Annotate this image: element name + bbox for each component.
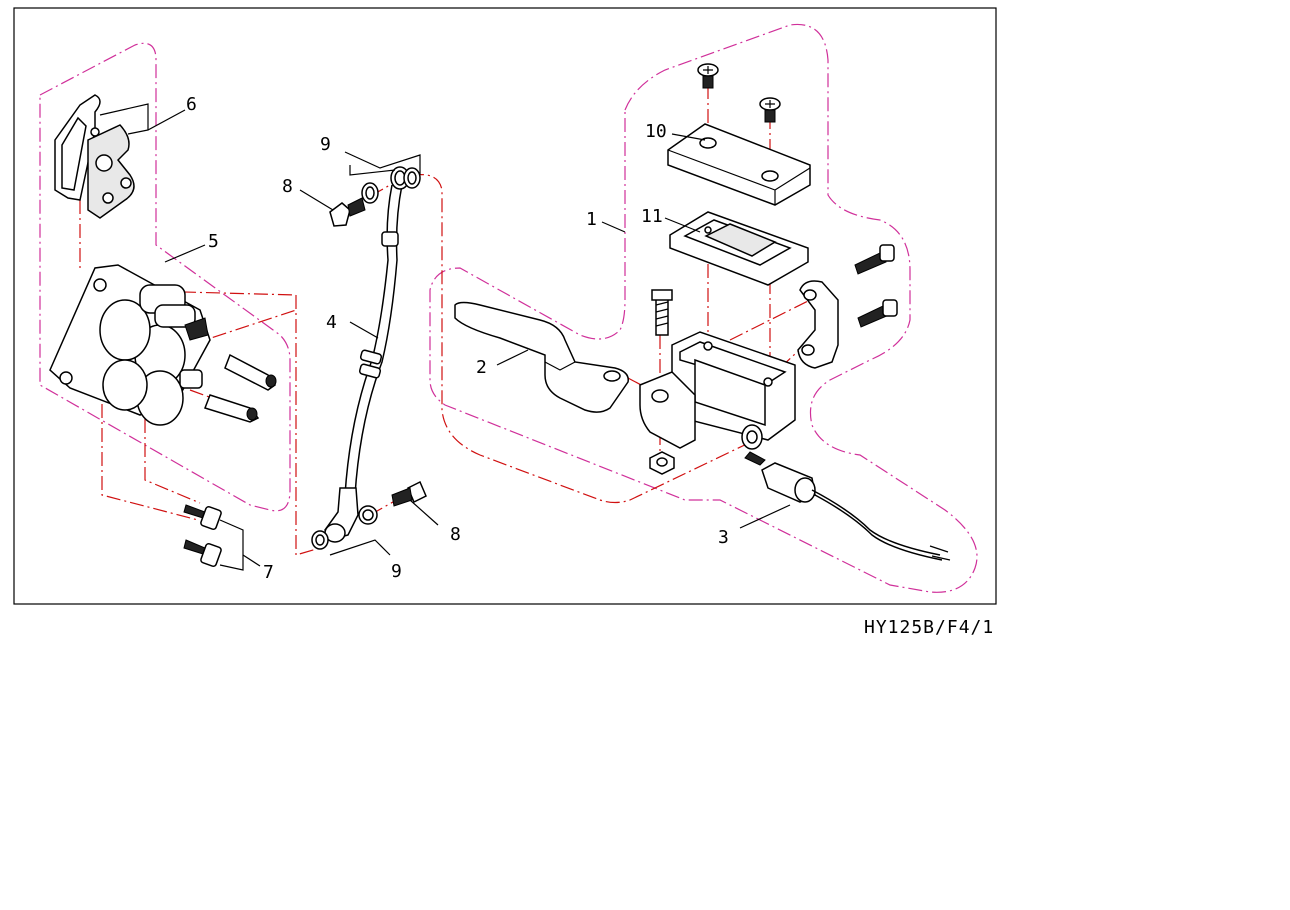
callout-9-bottom: 9 (391, 561, 402, 582)
brake-pads (54, 94, 135, 219)
diagram-caption: HY125B/F4/1 (864, 617, 994, 638)
caliper-bolt-line-2 (144, 395, 201, 504)
caliper-pin-2 (204, 394, 260, 423)
callout-9-top: 9 (320, 134, 331, 155)
clamp-line-1 (729, 299, 811, 341)
caliper-bolts (183, 504, 222, 568)
callout-5: 5 (208, 231, 219, 252)
hose-routing-line (409, 174, 756, 504)
brake-lever (454, 301, 629, 413)
brake-caliper (49, 264, 211, 426)
callout-4: 4 (326, 312, 337, 333)
brake-light-switch (744, 451, 951, 561)
callout-1: 1 (586, 209, 597, 230)
master-cylinder-group-outline (429, 23, 978, 593)
caliper-pin-1 (224, 353, 277, 391)
lever-pivot-nut (649, 451, 675, 475)
caliper-bolt-line-1 (101, 380, 199, 521)
reservoir-diaphragm (669, 211, 809, 286)
callout-6: 6 (186, 94, 197, 115)
cap-screw-1 (697, 63, 719, 89)
handlebar-clamp (797, 280, 839, 369)
reservoir-cap (667, 123, 811, 206)
clamp-bolt-1 (854, 244, 895, 275)
callout-7: 7 (263, 562, 274, 583)
cap-screw-2 (759, 97, 781, 123)
banjo-bolt-top (329, 197, 366, 227)
clamp-bolt-2 (857, 299, 898, 328)
hose-to-caliper-line (295, 295, 321, 556)
callout-8-top: 8 (282, 176, 293, 197)
caliper-group-outline (39, 42, 291, 512)
callout-10: 10 (645, 121, 667, 142)
callout-2: 2 (476, 357, 487, 378)
sealing-washers-bottom (311, 505, 378, 550)
master-cylinder-body (639, 331, 796, 450)
lever-pivot-bolt (651, 289, 673, 336)
sealing-washers-top (361, 167, 421, 204)
callout-11: 11 (641, 206, 663, 227)
leader-lines (99, 103, 791, 571)
brake-hose (324, 166, 410, 543)
callout-3: 3 (718, 527, 729, 548)
callout-8-bottom: 8 (450, 524, 461, 545)
banjo-bolt-bottom (391, 480, 427, 507)
